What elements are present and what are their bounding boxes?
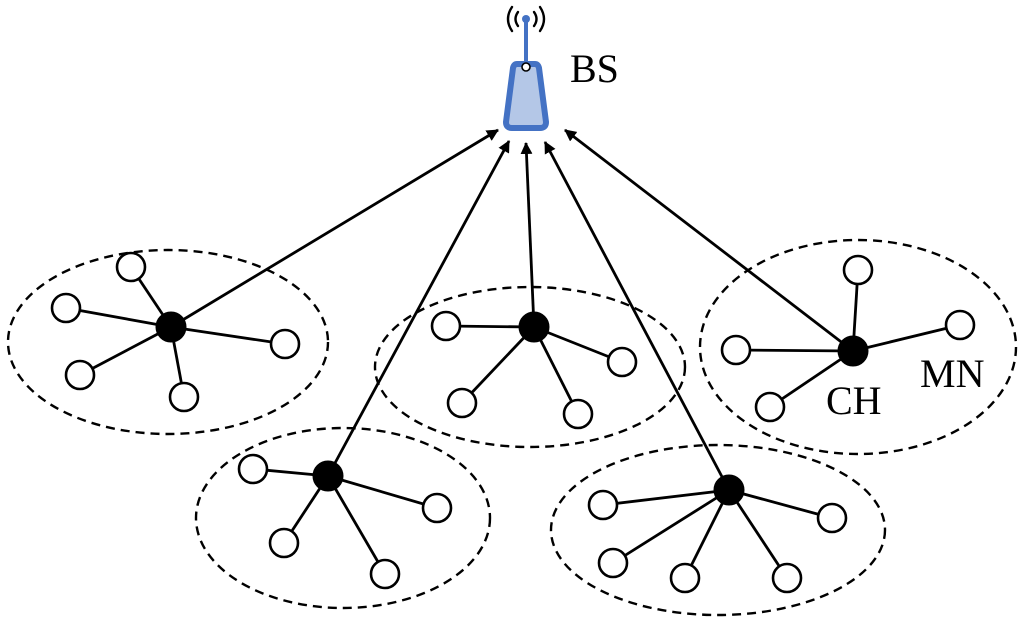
- base-station-label: BS: [570, 46, 619, 91]
- member-node-label: MN: [920, 351, 984, 396]
- uplink-arrows: [170, 128, 854, 491]
- signal-wave-icon: [506, 5, 546, 33]
- cluster-head: [837, 335, 869, 367]
- uplink-arrow-cluster-2: [520, 142, 536, 328]
- cluster-4-boundary: [194, 426, 492, 610]
- cluster-3-boundary: [698, 238, 1018, 456]
- member-node: [369, 558, 401, 590]
- member-node: [587, 489, 619, 521]
- uplink-arrow-cluster-1: [170, 128, 499, 329]
- member-node: [446, 387, 478, 419]
- uplink-arrow-cluster-5: [543, 141, 731, 491]
- uplink-arrow-cluster-3: [564, 128, 854, 353]
- cluster-head: [713, 474, 745, 506]
- uplink-arrow-cluster-4: [326, 140, 511, 477]
- cluster-5: [587, 474, 848, 594]
- cluster-head-label: CH: [826, 378, 882, 423]
- member-node: [268, 527, 300, 559]
- member-node: [754, 391, 786, 423]
- cluster-4: [237, 453, 453, 590]
- cluster-1-boundary: [6, 248, 330, 436]
- cluster-head: [518, 311, 550, 343]
- cluster-3: [720, 254, 976, 423]
- member-node: [562, 398, 594, 430]
- member-node: [597, 547, 629, 579]
- cluster-2-boundary: [373, 285, 687, 449]
- member-node: [816, 502, 848, 534]
- cluster-boundaries: [6, 238, 1018, 617]
- member-node: [269, 328, 301, 360]
- member-node: [421, 492, 453, 524]
- member-node: [430, 310, 462, 342]
- member-node: [669, 562, 701, 594]
- cluster-head: [312, 460, 344, 492]
- member-node: [50, 292, 82, 324]
- member-node: [720, 334, 752, 366]
- cluster-2: [430, 310, 638, 430]
- member-node: [115, 251, 147, 283]
- member-node: [64, 359, 96, 391]
- member-node: [842, 254, 874, 286]
- cluster-5-boundary: [549, 443, 887, 617]
- cluster-head: [155, 311, 187, 343]
- antenna-tower-icon: [503, 15, 549, 131]
- member-node: [944, 309, 976, 341]
- member-node: [606, 346, 638, 378]
- cluster-1: [50, 251, 301, 413]
- member-node: [168, 381, 200, 413]
- member-node: [237, 453, 269, 485]
- member-node: [771, 562, 803, 594]
